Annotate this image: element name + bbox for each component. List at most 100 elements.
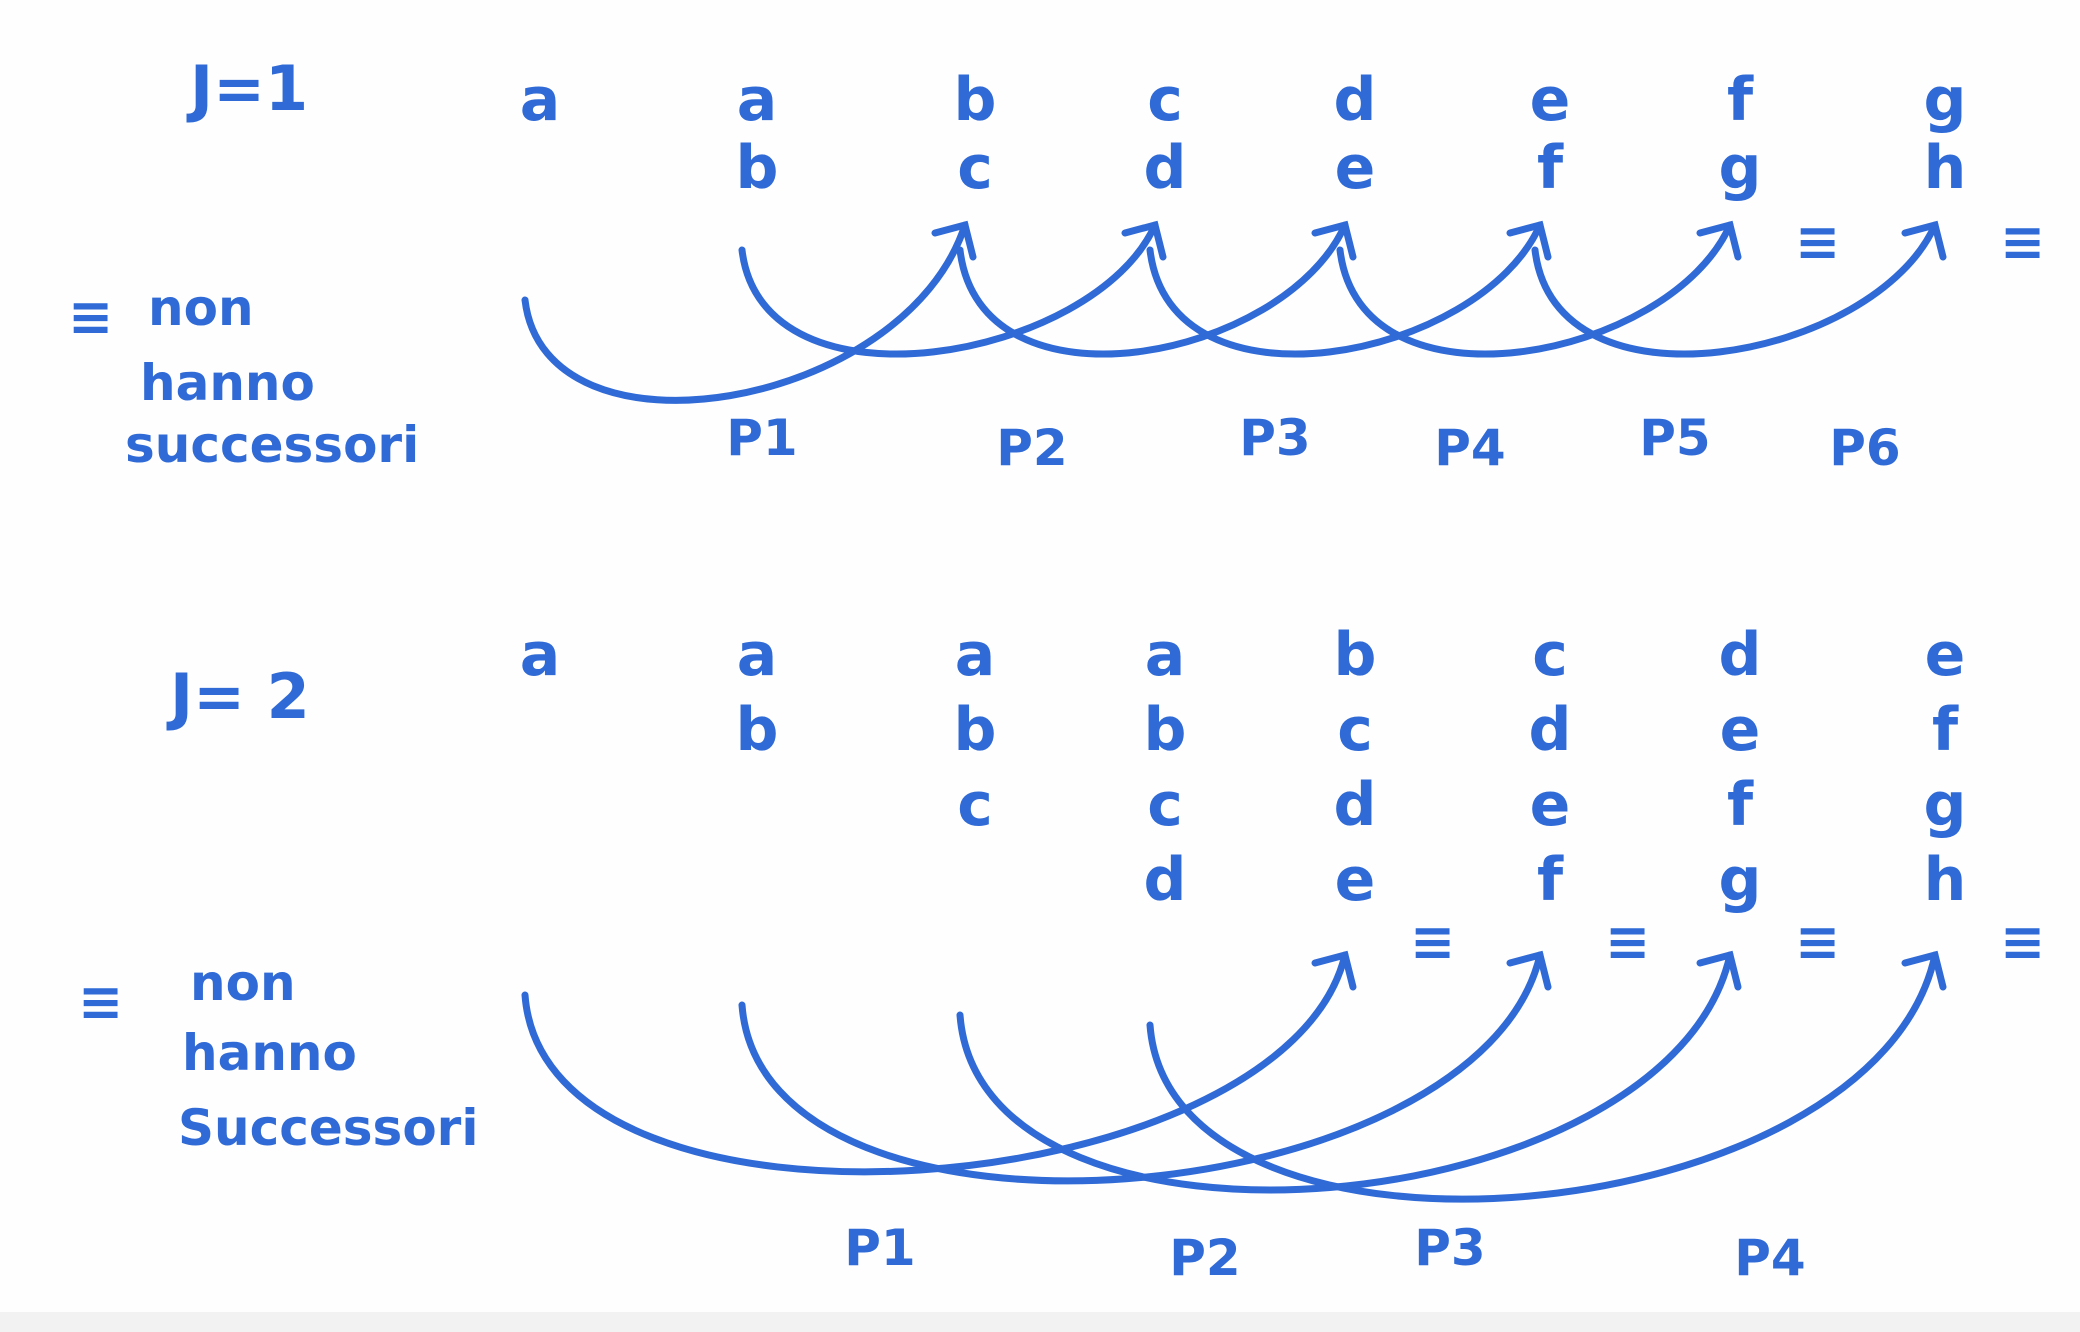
- arrowhead: [1311, 950, 1357, 991]
- column-letter: b: [736, 695, 779, 765]
- column-letter: e: [1335, 845, 1376, 915]
- equiv-symbol: ≡: [1410, 910, 1455, 973]
- column-letter: f: [1727, 65, 1754, 135]
- state-column: bc: [954, 65, 997, 203]
- column-letter: f: [1727, 770, 1754, 840]
- column-letter: f: [1932, 695, 1959, 765]
- column-letter: g: [1719, 133, 1762, 203]
- column-letter: b: [1334, 620, 1377, 690]
- column-letter: b: [736, 133, 779, 203]
- path-label: P2: [1169, 1229, 1240, 1287]
- column-letter: f: [1537, 845, 1564, 915]
- equiv-symbol: ≡: [1605, 910, 1650, 973]
- transition-arc: [1146, 221, 1544, 358]
- j-label: J= 2: [166, 660, 310, 733]
- transition-arc: [738, 951, 1544, 1185]
- column-letter: b: [1144, 695, 1187, 765]
- arrowhead: [931, 220, 977, 261]
- arrowhead: [1506, 220, 1552, 261]
- state-column: de: [1334, 65, 1377, 203]
- column-letter: d: [1334, 65, 1377, 135]
- transition-arc: [1531, 221, 1939, 358]
- column-letter: a: [520, 65, 561, 135]
- column-letter: d: [1719, 620, 1762, 690]
- path-label: P3: [1414, 1219, 1485, 1277]
- note-line: Successori: [178, 1099, 478, 1157]
- state-column: ef: [1530, 65, 1571, 203]
- column-letter: g: [1719, 845, 1762, 915]
- arrowhead: [1506, 950, 1552, 991]
- path-label: P3: [1239, 409, 1310, 467]
- column-letter: d: [1144, 845, 1187, 915]
- state-column: gh≡: [1924, 65, 2046, 273]
- column-letter: c: [957, 770, 993, 840]
- state-column: ab: [736, 620, 779, 765]
- column-letter: e: [1530, 770, 1571, 840]
- bottom-strip: [0, 1312, 2080, 1332]
- column-letter: c: [1147, 65, 1183, 135]
- state-column: a: [520, 65, 561, 135]
- column-letter: a: [737, 65, 778, 135]
- arrowhead: [1121, 220, 1167, 261]
- state-column: ab: [736, 65, 779, 203]
- arc-group: P1 P2 P3 P4 P5 P6: [521, 220, 1947, 477]
- path-label: P4: [1434, 419, 1505, 477]
- note-line: non: [148, 279, 254, 337]
- transition-arc: [1336, 221, 1734, 358]
- state-column: fg ≡: [1719, 65, 1841, 273]
- column-letter: c: [1337, 695, 1373, 765]
- path-label: P5: [1639, 409, 1710, 467]
- path-label: P2: [996, 419, 1067, 477]
- arc-group: P1 P2 P3 P4: [521, 950, 1947, 1287]
- equiv-symbol: ≡: [2000, 210, 2045, 273]
- j-label: J=1: [186, 52, 308, 125]
- state-column: abc: [954, 620, 997, 840]
- transition-arc: [1146, 951, 1939, 1203]
- column-letter: a: [1145, 620, 1186, 690]
- column-letter: e: [1530, 65, 1571, 135]
- path-label: P4: [1734, 1229, 1805, 1287]
- note-line: non: [190, 954, 296, 1012]
- equiv-symbol: ≡: [78, 970, 123, 1033]
- column-letter: h: [1924, 845, 1967, 915]
- equiv-symbol: ≡: [68, 285, 113, 348]
- state-column: a: [520, 620, 561, 690]
- transition-arc: [521, 951, 1349, 1176]
- column-letter: g: [1924, 770, 1967, 840]
- transition-arc: [956, 221, 1349, 358]
- column-letter: a: [520, 620, 561, 690]
- arrowhead: [1901, 950, 1947, 991]
- column-letter: c: [1532, 620, 1568, 690]
- arrowhead: [1311, 220, 1357, 261]
- arrowhead: [1696, 950, 1742, 991]
- path-label: P1: [844, 1219, 915, 1277]
- note-line: successori: [125, 416, 419, 474]
- column-letter: b: [954, 65, 997, 135]
- column-letter: d: [1529, 695, 1572, 765]
- column-letter: e: [1720, 695, 1761, 765]
- transition-arc: [521, 221, 969, 404]
- column-letter: d: [1334, 770, 1377, 840]
- column-letter: a: [955, 620, 996, 690]
- column-letter: a: [737, 620, 778, 690]
- column-letter: f: [1537, 133, 1564, 203]
- column-letter: c: [957, 133, 993, 203]
- transition-arc: [738, 221, 1159, 358]
- equiv-symbol: ≡: [1795, 210, 1840, 273]
- column-letter: h: [1924, 133, 1967, 203]
- path-label: P1: [726, 409, 797, 467]
- path-label: P6: [1829, 419, 1900, 477]
- column-letter: c: [1147, 770, 1183, 840]
- equiv-symbol: ≡: [2000, 910, 2045, 973]
